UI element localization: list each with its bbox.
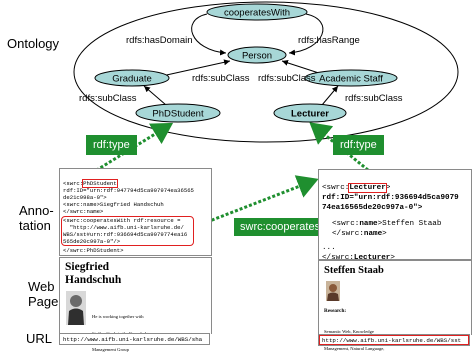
rdf-type-label-left: rdf:type — [86, 135, 137, 155]
annotation-document-right: <swrc:Lecturer>rdf:ID="urn:rdf:936694d5c… — [318, 169, 472, 262]
node-person — [227, 46, 287, 64]
url-left[interactable]: http://www.aifb.uni-karlsruhe.de/WBS/sha — [59, 333, 210, 345]
annotation-right-line1: <swrc:Lecturer> — [322, 183, 391, 193]
edge-label-subclass-academic: rdfs:subClass — [258, 73, 316, 84]
webpage-right-research-heading: Research: — [324, 308, 347, 314]
annotation-right-line7: </swrc:Lecturer> — [322, 254, 395, 262]
url-right[interactable]: http://www.aifb.uni-karlsruhe.de/WBS/sst — [318, 334, 470, 346]
annotation-left-line1: <swrc:PhDStudent — [63, 179, 118, 188]
row-label-ontology: Ontology — [7, 36, 60, 51]
annotation-left-line10: </swrc:PhDStudent> — [63, 247, 124, 254]
rdf-type-link-right — [309, 122, 369, 172]
annotation-right-class-tag: Lecturer — [348, 183, 387, 193]
annotation-left-line4: <swrc:name>Siegfried Handschuh — [63, 201, 164, 208]
row-label-url: URL — [26, 331, 53, 346]
annotation-left-line2: rdf:ID="urn:rdf:947794d5ca907974ea36565 — [63, 187, 194, 194]
webpage-right-name: Steffen Staab — [324, 265, 384, 276]
node-cooperates-with-label: cooperatesWith — [224, 8, 290, 19]
node-lecturer-label: Lecturer — [291, 109, 329, 120]
edge-label-subclass-phd: rdfs:subClass — [79, 93, 137, 104]
ontology-diagram: cooperatesWith Person Graduate Academic … — [73, 1, 459, 224]
edge-label-has-domain: rdfs:hasDomain — [126, 35, 193, 46]
annotation-right-content: <swrc:Lecturer>rdf:ID="urn:rdf:936694d5c… — [322, 173, 459, 283]
webpage-right-research-line1: Semantic Web, Knowledge — [324, 329, 374, 334]
node-academic-staff — [304, 69, 398, 87]
rdf-type-label-right: rdf:type — [333, 135, 384, 155]
annotation-right-line2: rdf:ID="urn:rdf:936694d5ca9079 — [322, 194, 459, 202]
annotation-right-line3: 74ea16565de20c997a-0"> — [322, 204, 423, 212]
cooperates-with-link — [206, 175, 319, 224]
row-label-webpage-line2: Page — [28, 294, 59, 309]
edge-graduate-person — [161, 59, 231, 77]
node-academic-staff-label: Academic Staff — [319, 74, 383, 85]
node-phd-student — [135, 103, 221, 123]
row-label-webpage-line1: Web — [28, 279, 55, 294]
node-person-label: Person — [242, 51, 272, 62]
webpage-left: Siegfried Handschuh He is working togeth… — [59, 257, 212, 352]
annotation-right-line6: ... — [322, 244, 336, 252]
annotation-left-line8: WBS/sst#urn:rdf:936694d5ca9079774ea16 — [63, 231, 188, 238]
annotation-left-line5: </swrc:name> — [63, 208, 104, 215]
annotation-left-line7: "http://www.aifb.uni-karlsruhe.de/ — [63, 224, 184, 231]
row-label-webpage: Web Page — [28, 279, 58, 309]
edge-label-subclass-lecturer: rdfs:subClass — [345, 93, 403, 104]
webpage-left-name-line1: Siegfried — [65, 261, 110, 273]
webpage-left-photo — [66, 291, 86, 325]
webpage-left-name-line2: Handschuh — [65, 274, 122, 286]
annotation-left-relation-block: <swrc:cooperatesWith rdf:resource = "htt… — [61, 216, 194, 246]
annotation-left-class-tag: PhDStudent — [82, 179, 118, 188]
webpage-left-name: Siegfried Handschuh — [65, 261, 121, 287]
node-graduate-label: Graduate — [112, 74, 152, 85]
annotation-left-line9: 565de20c997a-0"/> — [63, 238, 121, 245]
webpage-left-text-line3: Management Group — [92, 347, 129, 352]
edge-phd-graduate — [143, 85, 167, 106]
node-cooperates-with — [206, 3, 308, 21]
webpage-right-research-line2: Management, Natural Language, — [324, 345, 385, 351]
webpage-right: Steffen Staab Research: Semantic Web, Kn… — [318, 260, 472, 351]
webpage-right-photo — [326, 281, 340, 301]
annotation-right-line5: </swrc:name> — [332, 230, 387, 238]
edge-label-has-range: rdfs:hasRange — [298, 35, 360, 46]
row-label-annotation-line2: tation — [19, 218, 51, 233]
node-phd-student-label: PhDStudent — [152, 109, 204, 120]
edge-domain — [191, 13, 227, 56]
row-label-annotation: Anno- tation — [19, 203, 54, 233]
edge-lecturer-academic — [321, 85, 339, 106]
annotation-left-line3: de21c998a-0"> — [63, 194, 107, 201]
annotation-left-line6: <swrc:cooperatesWith rdf:resource = — [63, 217, 181, 224]
node-graduate — [94, 69, 170, 87]
edge-range — [288, 13, 324, 56]
node-lecturer — [273, 103, 347, 123]
annotation-right-line4: <swrc:name>Steffen Staab — [332, 220, 442, 228]
edge-label-subclass-graduate: rdfs:subClass — [192, 73, 250, 84]
webpage-right-research-text: Semantic Web, Knowledge Management, Natu… — [324, 318, 384, 362]
webpage-left-text-line1: He is working together with — [92, 314, 144, 319]
row-label-annotation-line1: Anno- — [19, 203, 54, 218]
